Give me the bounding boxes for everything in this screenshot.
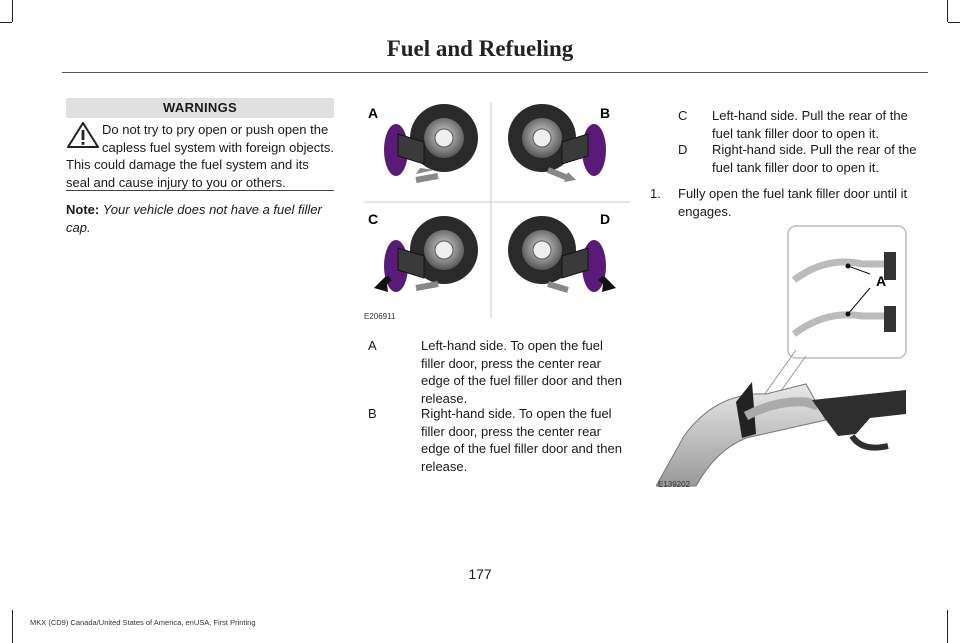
crop-mark [947,0,948,22]
note-paragraph: Note: Your vehicle does not have a fuel … [66,201,336,236]
fuel-door-illustration: A B C D [364,102,630,318]
legend-text-d: Right-hand side. Pull the rear of the fu… [712,142,917,175]
page-number: 177 [468,566,492,582]
crop-mark [12,610,13,643]
warnings-rule [66,190,334,191]
page-title: Fuel and Refueling [386,36,574,61]
refuel-nozzle-illustration: A [655,225,907,487]
panel-c-graphic [374,216,478,292]
footer-text: MKX (CD9) Canada/United States of Americ… [30,618,256,627]
warning-triangle-icon [67,122,99,148]
legend-text-a: Left-hand side. To open the fuel filler … [421,338,622,406]
step-number: 1. [650,186,661,201]
warnings-body: Do not try to pry open or push open the … [66,121,336,191]
fuel-door-figure: A B C D E206911 [364,98,630,322]
legend-key-b: B [368,406,377,421]
figure2-code: E139202 [658,480,691,489]
legend-item-c: C Left-hand side. Pull the rear of the f… [650,107,930,143]
legend-text-b: Right-hand side. To open the fuel filler… [421,406,622,474]
note-label: Note: [66,202,100,217]
panel-label-d: D [600,211,610,227]
crop-mark [948,22,960,23]
legend-key-c: C [678,108,688,123]
figure1-code: E206911 [364,312,396,321]
figure2-label-a: A [876,273,886,289]
panel-label-b: B [600,105,610,121]
panel-label-a: A [368,105,378,121]
header-rule [62,72,928,73]
crop-mark [947,610,948,643]
refuel-figure: A E139202 [655,224,910,489]
step-text: Fully open the fuel tank filler door unt… [678,186,908,219]
panel-b-graphic [508,104,606,182]
panel-d-graphic [508,216,616,293]
crop-mark [12,0,13,22]
legend-key-a: A [368,338,377,353]
legend-item-b: B Right-hand side. To open the fuel fill… [368,405,630,475]
legend-item-d: D Right-hand side. Pull the rear of the … [650,141,930,177]
warnings-text: Do not try to pry open or push open the … [66,122,334,190]
panel-label-c: C [368,211,378,227]
legend-key-d: D [678,142,688,157]
warnings-heading: WARNINGS [66,98,334,118]
note-text: Your vehicle does not have a fuel filler… [66,202,322,235]
legend-text-c: Left-hand side. Pull the rear of the fue… [712,108,908,141]
crop-mark [0,22,12,23]
legend-item-a: A Left-hand side. To open the fuel fille… [368,337,630,407]
panel-a-graphic [384,104,478,183]
